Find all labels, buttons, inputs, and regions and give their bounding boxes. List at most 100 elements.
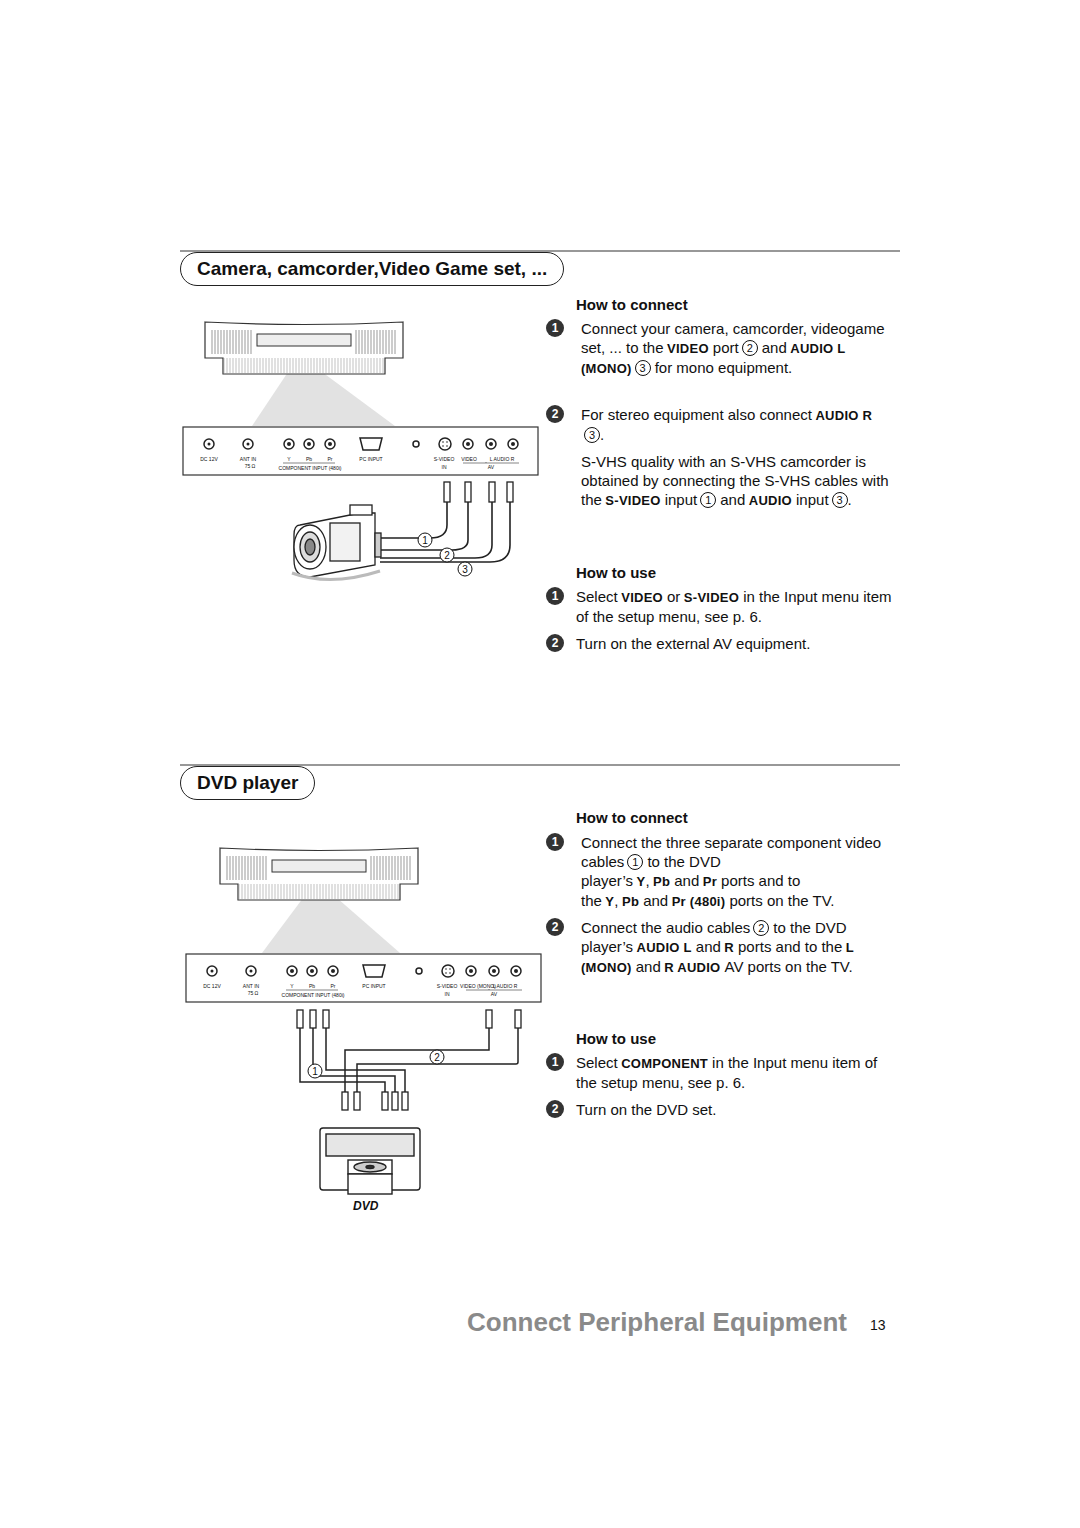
control-name: VIDEO [621, 590, 663, 605]
connector-label: 75 Ω [248, 990, 259, 996]
control-name: Y [605, 894, 614, 909]
control-name: R [724, 940, 734, 955]
step-number: 2 [546, 918, 564, 936]
text-run: and [643, 892, 668, 909]
text-run: , [614, 892, 618, 909]
control-name: AUDIO [749, 493, 792, 508]
connector-label: Pr [331, 983, 336, 989]
instruction-text: Turn on the external AV equipment. [576, 634, 896, 653]
step-number: 2 [546, 1100, 564, 1118]
connector-label: 75 Ω [245, 463, 256, 469]
connector-label: IN [442, 464, 447, 470]
instruction-text: Turn on the DVD set. [576, 1100, 886, 1119]
control-name: Pr (480i) [672, 894, 726, 909]
callout-number: 3 [832, 492, 848, 508]
control-name: AUDIO L [636, 940, 691, 955]
text-run: and [762, 339, 787, 356]
sub-heading: How to connect [576, 296, 688, 313]
section-heading-tab: DVD player [180, 766, 315, 800]
text-run: input [665, 491, 698, 508]
callout-number: 2 [753, 920, 769, 936]
section-heading: Camera, camcorder,Video Game set, ... [197, 258, 547, 279]
callout-number: 3 [584, 427, 600, 443]
callout-number: 3 [635, 360, 651, 376]
connector-label: AV [488, 464, 494, 470]
text-run: and [636, 958, 661, 975]
connector-label: L AUDIO R [493, 983, 518, 989]
connector-label: ANT IN [240, 456, 256, 462]
control-name: AUDIO R [815, 408, 872, 423]
text-run: in the Input menu item of the setup menu… [576, 1054, 877, 1091]
callout-number: 1 [418, 533, 433, 548]
section-heading: DVD player [197, 772, 298, 793]
section-heading-tab: Camera, camcorder,Video Game set, ... [180, 252, 564, 286]
text-run: and [696, 938, 721, 955]
connector-label: AV [491, 991, 497, 997]
connector-label: VIDEO (MONO) [460, 983, 496, 989]
connector-label: Y [287, 456, 290, 462]
instruction-text: Connect the three separate component vid… [581, 833, 886, 911]
control-name: S-VIDEO [684, 590, 739, 605]
text-run: Turn on the DVD set. [576, 1101, 716, 1118]
callout-number: 1 [700, 492, 716, 508]
callout-number: 1 [627, 854, 643, 870]
text-run: , [645, 872, 649, 889]
text-run: Connect the three separate component vid… [581, 834, 881, 870]
control-name: R AUDIO [664, 960, 720, 975]
text-run: for mono equipment. [655, 359, 793, 376]
callout-number: 3 [458, 562, 473, 577]
step-number: 2 [546, 634, 564, 652]
connector-label: L AUDIO R [490, 456, 515, 462]
sub-heading: How to connect [576, 809, 688, 826]
connector-label: Pb [306, 456, 312, 462]
page-number: 13 [870, 1317, 886, 1333]
text-run: Turn on the external AV equipment. [576, 635, 810, 652]
callout-number: 2 [440, 548, 455, 563]
text-run: or [667, 588, 680, 605]
control-name: VIDEO [667, 341, 709, 356]
connector-label: VIDEO [461, 456, 477, 462]
connector-label: DC 12V [200, 456, 218, 462]
step-number: 1 [546, 587, 564, 605]
connector-label: COMPONENT INPUT (480i) [282, 992, 345, 998]
callout-number: 2 [742, 340, 758, 356]
instruction-text: For stereo equipment also connectAUDIO R… [581, 405, 891, 444]
step-number: 1 [546, 1053, 564, 1071]
text-run: AV ports on the TV. [725, 958, 853, 975]
text-run: input [796, 491, 829, 508]
text-run: port [713, 339, 739, 356]
text-run: . [848, 491, 852, 508]
connector-label: S-VIDEO [434, 456, 455, 462]
connector-label: Pr [328, 456, 333, 462]
device-label: DVD [353, 1199, 378, 1213]
callout-number: 2 [430, 1050, 445, 1065]
connector-label: COMPONENT INPUT (480i) [279, 465, 342, 471]
connector-label: IN [445, 991, 450, 997]
connector-label: S-VIDEO [437, 983, 458, 989]
text-run: Connect the audio cables [581, 919, 750, 936]
text-run: For stereo equipment also connect [581, 406, 812, 423]
connector-label: PC INPUT [359, 456, 382, 462]
text-run: and [674, 872, 699, 889]
text-run: Select [576, 1054, 618, 1071]
instruction-text: SelectCOMPONENTin the Input menu item of… [576, 1053, 886, 1092]
text-run: and [720, 491, 745, 508]
instruction-text: SelectVIDEOorS-VIDEOin the Input menu it… [576, 587, 896, 626]
step-number: 1 [546, 319, 564, 337]
control-name: Pb [653, 874, 670, 889]
instruction-text: Connect your camera, camcorder, videogam… [581, 319, 891, 378]
text-run: Select [576, 588, 618, 605]
connector-label: Pb [309, 983, 315, 989]
instruction-text: Connect the audio cables2to the DVD play… [581, 918, 886, 977]
callout-number: 1 [308, 1064, 323, 1079]
text-run: ports and to the [738, 938, 842, 955]
control-name: COMPONENT [621, 1056, 708, 1071]
connector-label: PC INPUT [362, 983, 385, 989]
instruction-text: S-VHS quality with an S-VHS camcorder is… [581, 452, 891, 510]
sub-heading: How to use [576, 1030, 656, 1047]
step-number: 2 [546, 405, 564, 423]
text-run: . [600, 426, 604, 443]
control-name: Y [636, 874, 645, 889]
connector-label: Y [290, 983, 293, 989]
